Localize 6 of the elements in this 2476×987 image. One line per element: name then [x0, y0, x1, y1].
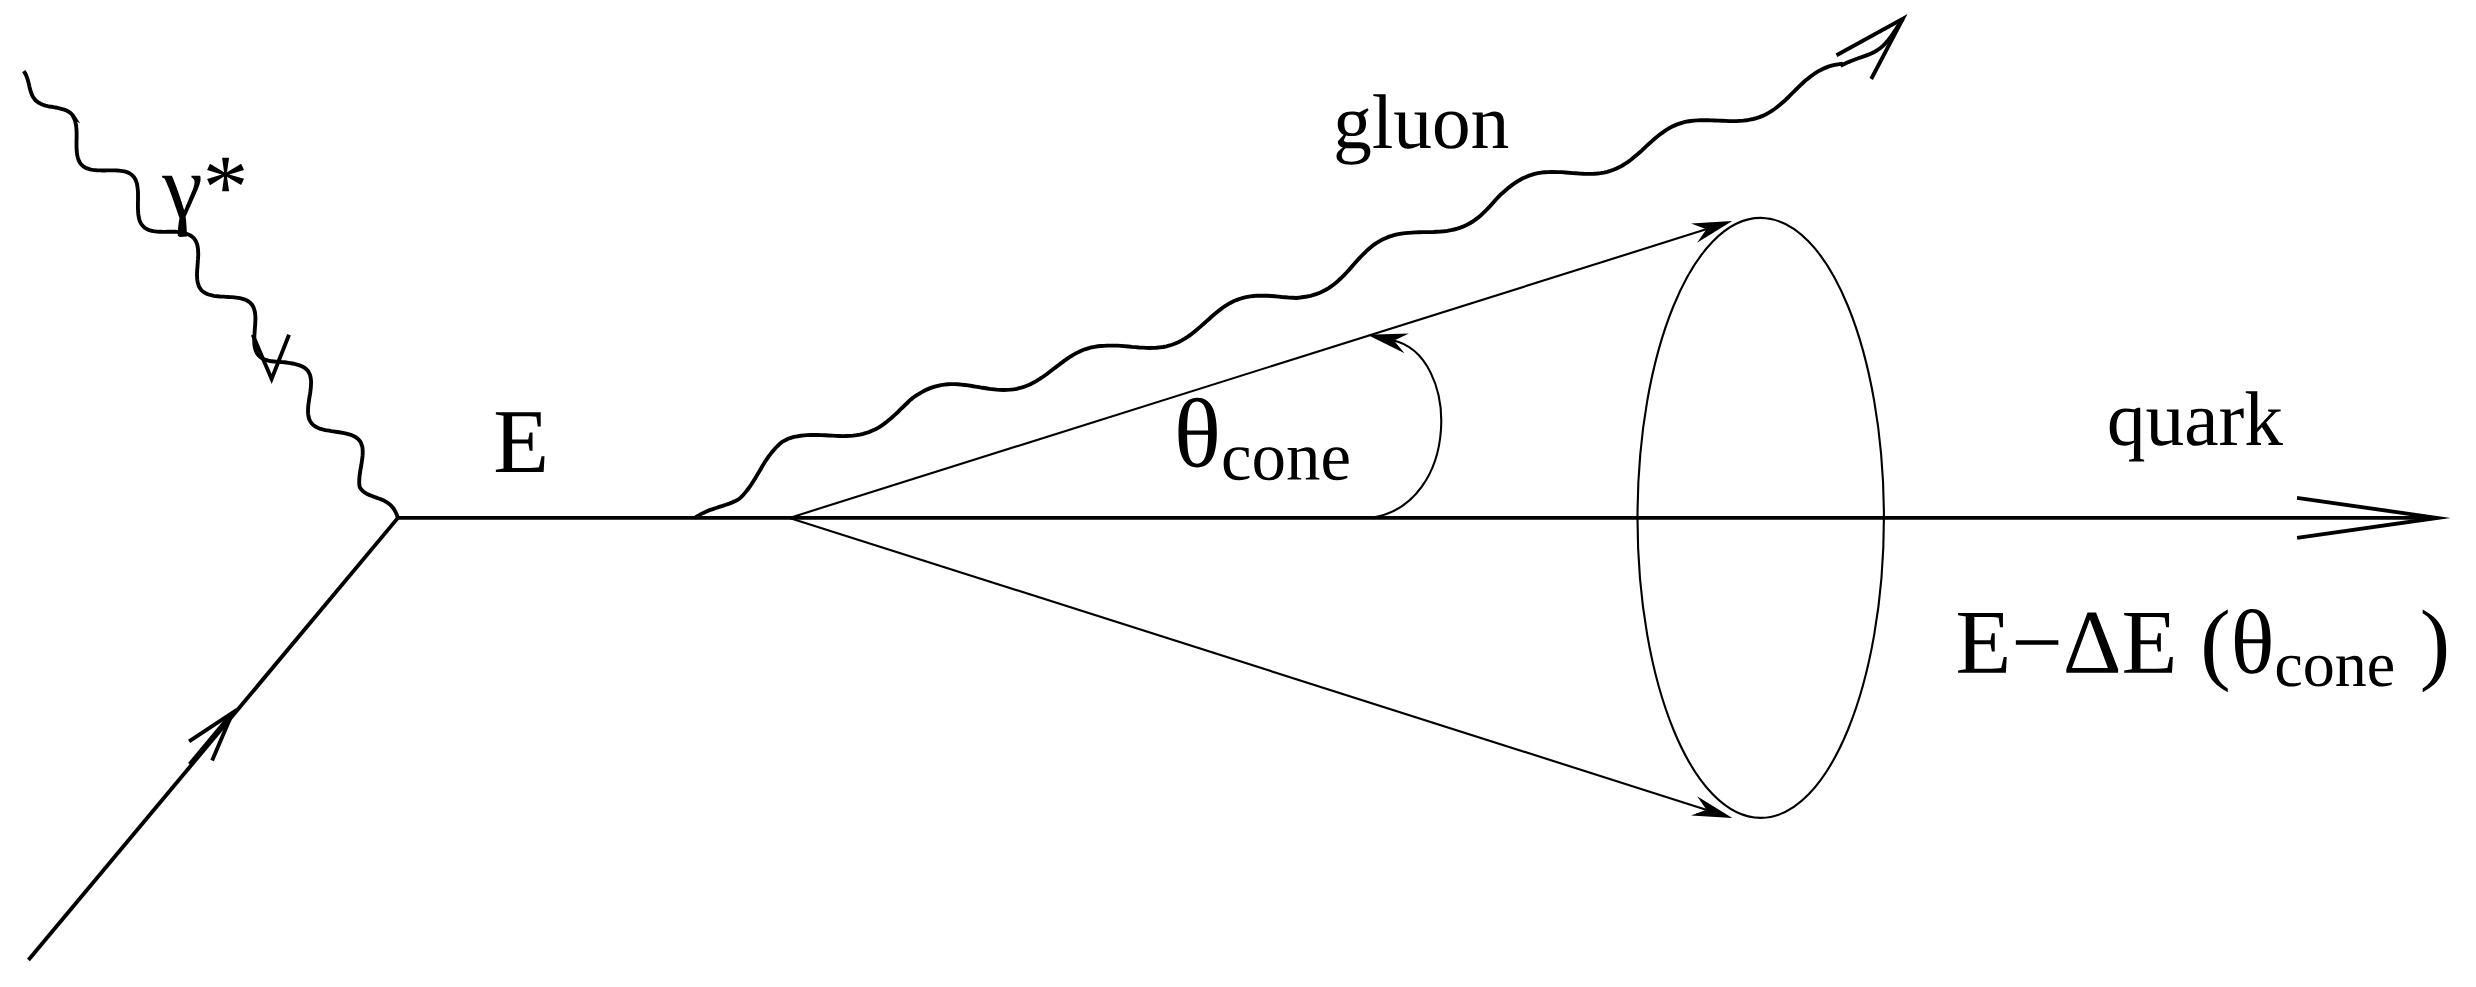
- angle-label: θ$_{cone}$: [1178, 397, 1349, 481]
- energy-label: E−ΔE (θ$_{cone}$ ): [1958, 608, 2447, 693]
- particle-label: γ*: [162, 157, 244, 238]
- particle-label: quark: [2109, 391, 2283, 462]
- particle-label: gluon: [1336, 94, 1509, 165]
- energy-label: E: [495, 412, 545, 472]
